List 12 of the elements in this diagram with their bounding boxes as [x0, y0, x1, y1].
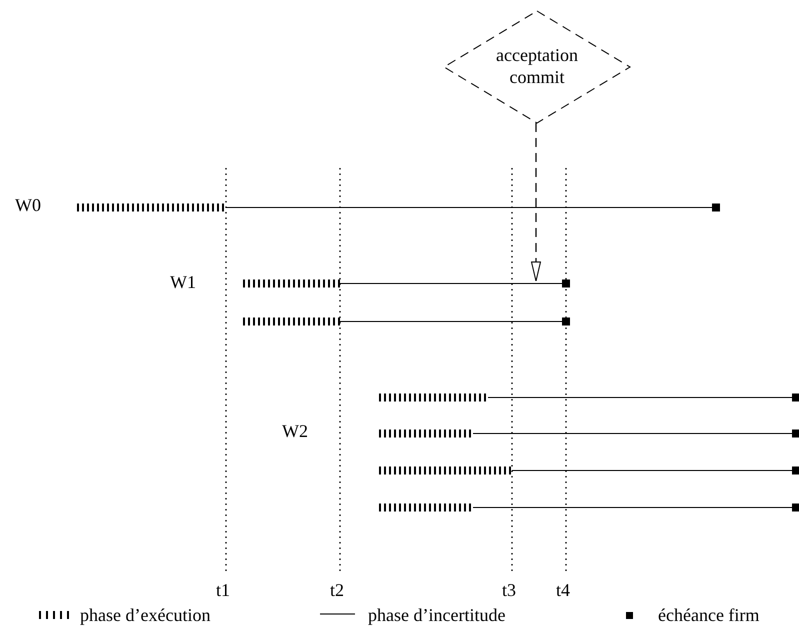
node-label: acceptation commit	[495, 44, 579, 88]
time-label: t3	[502, 580, 516, 600]
time-label: t4	[556, 580, 570, 600]
arrow	[531, 123, 541, 282]
time-label: t2	[330, 580, 344, 600]
legend-label: échéance firm	[658, 605, 760, 625]
window-label: W1	[170, 272, 196, 292]
legend-label: phase d’incertitude	[368, 605, 506, 625]
window-label: W0	[15, 195, 41, 215]
legend-label: phase d’exécution	[80, 605, 210, 625]
window-label: W2	[282, 421, 308, 441]
time-label: t1	[216, 580, 230, 600]
